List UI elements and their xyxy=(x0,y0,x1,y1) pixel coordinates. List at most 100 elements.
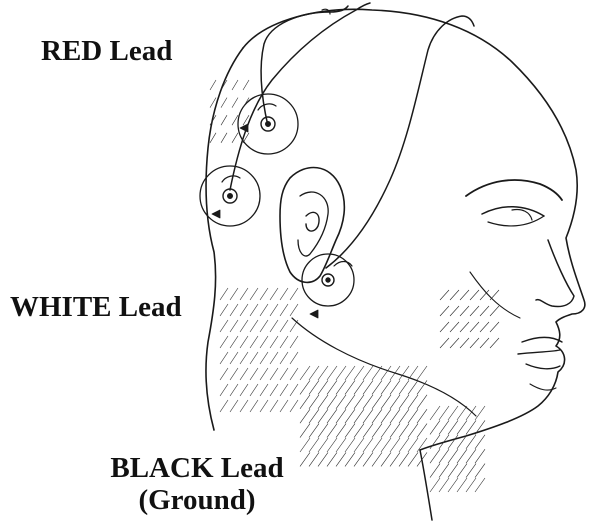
neck-hatch xyxy=(345,438,355,452)
neck-hatch xyxy=(408,380,418,394)
neck-hatch xyxy=(336,395,346,409)
nape-hatch xyxy=(250,288,258,300)
nape-hatch xyxy=(240,304,248,316)
throat-hatch xyxy=(439,406,449,420)
cheek-hatch xyxy=(440,290,449,300)
throat-hatch xyxy=(466,435,476,449)
throat-hatch xyxy=(466,478,476,492)
neck-hatch xyxy=(390,395,400,409)
ear-canal xyxy=(306,212,319,231)
neck-hatch xyxy=(345,380,355,394)
nape-hatch xyxy=(240,352,248,364)
nape-hatch xyxy=(220,320,228,332)
neck-hatch xyxy=(345,409,355,423)
neck-hatch xyxy=(399,452,409,466)
black-lead-wire xyxy=(326,16,474,268)
nape-hatch xyxy=(220,400,228,412)
cheek-hatch xyxy=(490,322,499,332)
neck-hatch xyxy=(363,438,373,452)
neck-hatch xyxy=(318,438,328,452)
neck-hatch xyxy=(300,452,310,466)
neck-hatch xyxy=(345,395,355,409)
cheek-hatch xyxy=(470,290,479,300)
neck-hatch xyxy=(372,409,382,423)
temple-hatch xyxy=(232,80,238,90)
neck-hatch xyxy=(390,409,400,423)
nape-hatch xyxy=(240,368,248,380)
cheek-hatch xyxy=(450,290,459,300)
throat-hatch xyxy=(475,464,485,478)
nape-hatch xyxy=(280,384,288,396)
cheek-hatch xyxy=(470,306,479,316)
nape-hatch xyxy=(260,352,268,364)
neck-hatch xyxy=(309,452,319,466)
nape-hatch xyxy=(280,336,288,348)
cheek-hatch xyxy=(450,322,459,332)
eye-upper xyxy=(482,207,544,216)
nape-hatch xyxy=(270,368,278,380)
neck-hatch xyxy=(399,380,409,394)
neck-hatch xyxy=(390,424,400,438)
nape-hatch xyxy=(250,384,258,396)
nape-hatch xyxy=(220,304,228,316)
neck-hatch xyxy=(309,409,319,423)
cheek-hatch xyxy=(460,338,469,348)
neck-hatch xyxy=(372,395,382,409)
neck-hatch xyxy=(327,424,337,438)
nape-hatch xyxy=(260,336,268,348)
nape-hatch xyxy=(270,352,278,364)
throat-hatch xyxy=(439,449,449,463)
nape-hatch xyxy=(270,336,278,348)
chin-crease xyxy=(530,384,556,390)
nape-hatch xyxy=(270,320,278,332)
cheek-hatch xyxy=(470,338,479,348)
white-lead-marker-icon xyxy=(212,210,220,218)
nape-hatch xyxy=(250,400,258,412)
eyebrow xyxy=(466,180,562,200)
nape-hatch xyxy=(230,384,238,396)
temple-hatch xyxy=(243,80,249,90)
nape-hatch xyxy=(290,384,298,396)
nape-hatch xyxy=(250,352,258,364)
cheek-hatch xyxy=(460,306,469,316)
neck-hatch xyxy=(327,366,337,380)
neck-hatch xyxy=(318,395,328,409)
neck-hatch xyxy=(354,409,364,423)
mouth-line xyxy=(518,350,560,354)
nape-hatch xyxy=(290,400,298,412)
neck-hatch xyxy=(318,409,328,423)
neck-hatch xyxy=(417,409,427,423)
neck-hatch xyxy=(300,395,310,409)
neck-hatch xyxy=(300,424,310,438)
nape-hatch xyxy=(240,288,248,300)
nape-hatch xyxy=(270,400,278,412)
red-lead-wire xyxy=(261,6,348,126)
nape-hatch xyxy=(260,368,268,380)
cheek-hatch xyxy=(490,306,499,316)
neck-hatch xyxy=(363,366,373,380)
neck-hatch xyxy=(399,366,409,380)
head-outline xyxy=(243,9,585,450)
neck-hatch xyxy=(381,409,391,423)
neck-hatch xyxy=(372,452,382,466)
neck-hatch xyxy=(381,380,391,394)
neck-hatch xyxy=(390,366,400,380)
black-lead-title: BLACK Lead xyxy=(100,452,294,484)
nape-hatch xyxy=(290,320,298,332)
cheek-hatch xyxy=(440,306,449,316)
temple-hatch xyxy=(210,133,216,143)
nape-hatch xyxy=(230,320,238,332)
neck-hatch xyxy=(363,409,373,423)
neck-hatch xyxy=(336,366,346,380)
neck-hatch xyxy=(408,424,418,438)
nape-hatch xyxy=(230,352,238,364)
throat-hatch xyxy=(430,435,440,449)
nape-hatch xyxy=(250,320,258,332)
neck-hatch xyxy=(318,380,328,394)
temple-hatch xyxy=(210,80,216,90)
neck-hatch xyxy=(354,395,364,409)
nape-hatch xyxy=(220,288,228,300)
throat-hatch xyxy=(457,406,467,420)
